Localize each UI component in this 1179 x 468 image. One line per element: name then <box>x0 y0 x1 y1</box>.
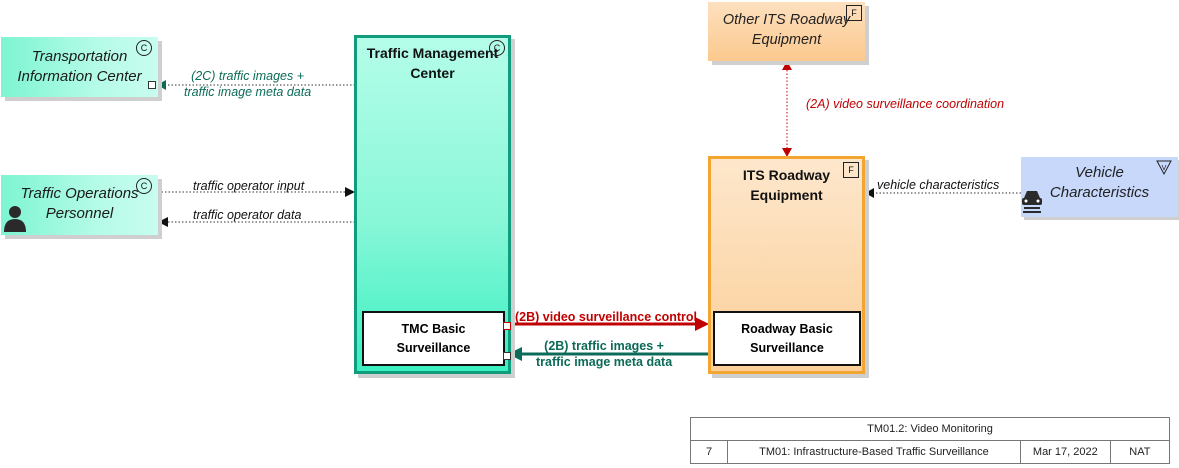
tmc-label-line2: Center <box>410 65 455 81</box>
center-class-icon: C <box>136 178 152 194</box>
flow-port-icon <box>503 352 511 360</box>
title-block-scope: NAT <box>1109 440 1171 464</box>
vehicle-label-line1: Vehicle <box>1075 164 1124 181</box>
title-block-package: TM01: Infrastructure-Based Traffic Surve… <box>727 440 1021 464</box>
vehicle-class-icon: V <box>1156 160 1172 176</box>
person-icon <box>4 206 26 232</box>
flow-2c-arrowhead <box>157 80 166 90</box>
flow-operator-data-arrowhead <box>158 217 168 227</box>
flow-2b-images-label-line2: traffic image meta data <box>536 355 673 369</box>
flow-2c-label-line2: traffic image meta data <box>184 85 312 99</box>
flow-2c-label-line1: (2C) traffic images + <box>191 69 305 83</box>
flow-2a-label: (2A) video surveillance coordination <box>806 97 1005 111</box>
roadway-basic-line2: Surveillance <box>750 340 824 355</box>
flow-operator-input-arrowhead <box>345 187 355 197</box>
flow-vehicle-label: vehicle characteristics <box>877 178 1000 192</box>
tmc-basic-line2: Surveillance <box>396 340 471 355</box>
other-its-label-line1: Other ITS Roadway <box>722 12 851 28</box>
terminator-tic[interactable]: Transportation Information Center C <box>1 37 158 97</box>
center-class-icon: C <box>136 40 152 56</box>
its-label-line1: ITS Roadway <box>742 167 831 183</box>
flow-2b-images-label-line1: (2B) traffic images + <box>544 339 664 353</box>
flow-vehicle-arrowhead <box>865 188 874 198</box>
flow-port-icon <box>148 81 156 89</box>
flow-2c-label: (2C) traffic images + traffic image meta… <box>184 68 311 100</box>
flow-2b-images-label: (2B) traffic images + traffic image meta… <box>536 338 672 370</box>
flow-2b-control-arrowhead <box>695 317 709 331</box>
terminator-vehicle-characteristics[interactable]: Vehicle Characteristics V <box>1021 157 1178 217</box>
subsystem-roadway-basic-surveillance[interactable]: Roadway Basic Surveillance <box>713 311 861 366</box>
title-block-number: 7 <box>690 440 728 464</box>
tmc-label-line1: Traffic Management <box>366 45 499 61</box>
vehicle-label-line2: Characteristics <box>1049 184 1150 201</box>
tic-label-line2: Information Center <box>17 68 142 85</box>
top-label-line2: Personnel <box>45 205 114 222</box>
vehicle-badge: V <box>1162 165 1167 172</box>
flow-2a-arrowhead-down <box>782 148 792 157</box>
tmc-basic-line1: TMC Basic <box>401 321 466 336</box>
flow-operator-data-label: traffic operator data <box>193 208 302 222</box>
flow-port-icon <box>503 322 511 330</box>
flow-2b-control-label: (2B) video surveillance control <box>515 310 697 324</box>
flow-operator-input-label: traffic operator input <box>193 179 305 193</box>
center-tmc[interactable]: Traffic Management Center C TMC Basic Su… <box>354 35 511 374</box>
title-block-title: TM01.2: Video Monitoring <box>690 417 1170 441</box>
its-label-line2: Equipment <box>750 187 823 203</box>
center-class-icon: C <box>489 40 505 56</box>
terminator-traffic-operations-personnel[interactable]: Traffic Operations Personnel C <box>1 175 158 235</box>
center-its-roadway-equipment[interactable]: ITS Roadway Equipment F Roadway Basic Su… <box>708 156 865 374</box>
top-label-line1: Traffic Operations <box>20 185 139 202</box>
car-icon <box>1022 191 1042 213</box>
subsystem-tmc-basic-surveillance[interactable]: TMC Basic Surveillance <box>362 311 505 366</box>
roadway-basic-line1: Roadway Basic <box>741 321 833 336</box>
tic-label-line1: Transportation <box>31 48 128 65</box>
title-block: TM01.2: Video Monitoring 7 TM01: Infrast… <box>690 417 1171 464</box>
flow-2a-arrowhead-up <box>782 61 792 70</box>
field-class-icon: F <box>846 5 862 21</box>
field-class-icon: F <box>843 162 859 178</box>
terminator-other-its-roadway-equipment[interactable]: Other ITS Roadway Equipment F <box>708 2 865 61</box>
title-block-date: Mar 17, 2022 <box>1019 440 1111 464</box>
other-its-label-line2: Equipment <box>751 32 822 48</box>
flow-2b-images-arrowhead <box>508 347 522 361</box>
